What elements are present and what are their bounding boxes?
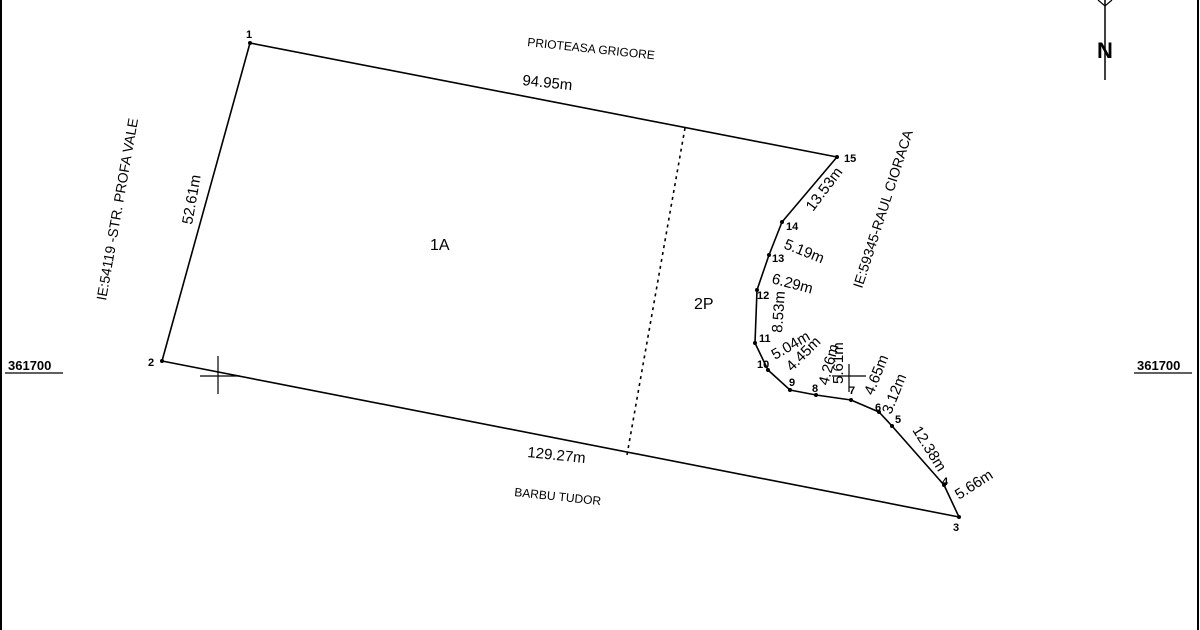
parcel-division-line (626, 127, 686, 456)
vertex-label-14: 14 (786, 221, 799, 233)
vertex-label-6: 6 (875, 402, 881, 414)
vertex-label-13: 13 (772, 253, 784, 265)
neighbor-north: PRIOTEASA GRIGORE (527, 35, 656, 62)
length-5-4: 12.38m (909, 423, 950, 474)
grid-coord-right: 361700 (1137, 358, 1180, 373)
parcel-label-1a: 1A (430, 237, 450, 254)
vertex-label-5: 5 (895, 414, 901, 426)
length-12-11: 8.53m (769, 290, 789, 333)
vertex-dots (160, 41, 961, 519)
parcel-boundary (161, 42, 960, 518)
vertex-label-15: 15 (844, 153, 856, 165)
vertex-label-4: 4 (942, 476, 949, 488)
parcel-label-2p: 2P (694, 296, 714, 313)
crosshair-marker-right (832, 364, 866, 392)
grid-coord-left: 361700 (8, 358, 51, 373)
neighbor-west: IE:54119 -STR. PROFA VALE (93, 117, 141, 302)
vertex-label-11: 11 (759, 333, 771, 345)
length-14-13: 5.19m (782, 236, 827, 267)
vertex-label-3: 3 (953, 522, 959, 534)
vertex-label-7: 7 (849, 385, 855, 397)
vertex-label-8: 8 (812, 383, 818, 395)
neighbor-east: IE:59345-RAUL CIORACA (850, 127, 916, 290)
neighbor-south: BARBU TUDOR (514, 485, 602, 508)
vertex-label-12: 12 (757, 290, 769, 302)
crosshair-marker-left (200, 356, 240, 394)
vertex-label-1: 1 (246, 29, 252, 41)
vertex-label-2: 2 (148, 357, 154, 369)
length-1-15: 94.95m (522, 72, 574, 94)
length-2-3: 129.27m (527, 444, 587, 467)
length-8-7: 5.61m (830, 342, 847, 384)
north-arrow-icon: N (1097, 0, 1113, 80)
north-label: N (1097, 38, 1113, 63)
length-4-3: 5.66m (952, 466, 996, 503)
vertex-label-10: 10 (757, 359, 769, 371)
vertex-label-9: 9 (789, 377, 795, 389)
